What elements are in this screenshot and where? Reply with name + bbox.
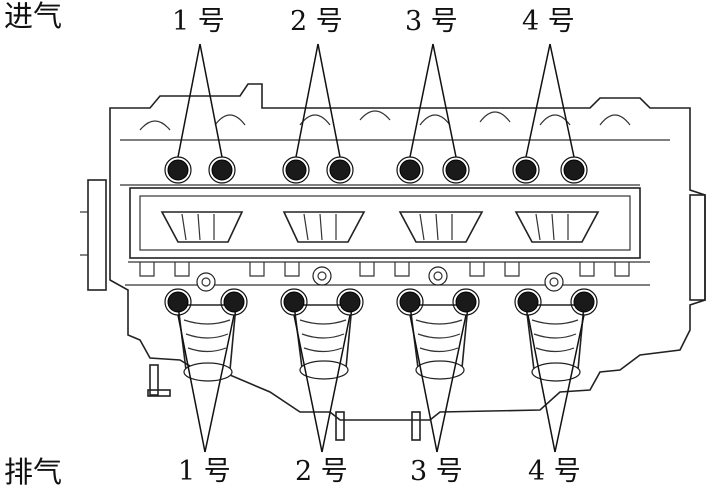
bridge-window-1 <box>160 211 244 243</box>
intake-cyl-3-label: 3 号 <box>405 6 458 37</box>
intake-cyl-4-label: 4 号 <box>522 6 575 37</box>
bridge-window-2 <box>282 211 366 243</box>
exhaust-cyl-4-label: 4 号 <box>528 456 581 487</box>
bridge-window-4 <box>514 211 600 243</box>
exhaust-port-3 <box>409 304 469 380</box>
exhaust-port-1 <box>177 304 237 382</box>
intake-leader-lines <box>177 43 575 158</box>
exhaust-port-4 <box>525 304 585 382</box>
exhaust-label: 排气 <box>4 455 63 489</box>
exhaust-leader-lines <box>177 314 585 453</box>
intake-label: 进气 <box>4 0 63 33</box>
intake-cyl-1-label: 1 号 <box>172 6 225 37</box>
exhaust-nuts <box>164 288 598 316</box>
intake-nuts <box>164 156 588 184</box>
left-flange <box>87 179 107 291</box>
exhaust-cyl-1-label: 1 号 <box>178 456 231 487</box>
intake-cyl-2-label: 2 号 <box>290 6 343 37</box>
exhaust-port-2 <box>293 304 353 380</box>
bridge-window-3 <box>398 211 484 243</box>
head-outline <box>109 83 706 421</box>
exhaust-cyl-3-label: 3 号 <box>410 456 463 487</box>
center-bridge <box>129 187 641 259</box>
right-flange <box>689 194 706 301</box>
exhaust-cyl-2-label: 2 号 <box>295 456 348 487</box>
